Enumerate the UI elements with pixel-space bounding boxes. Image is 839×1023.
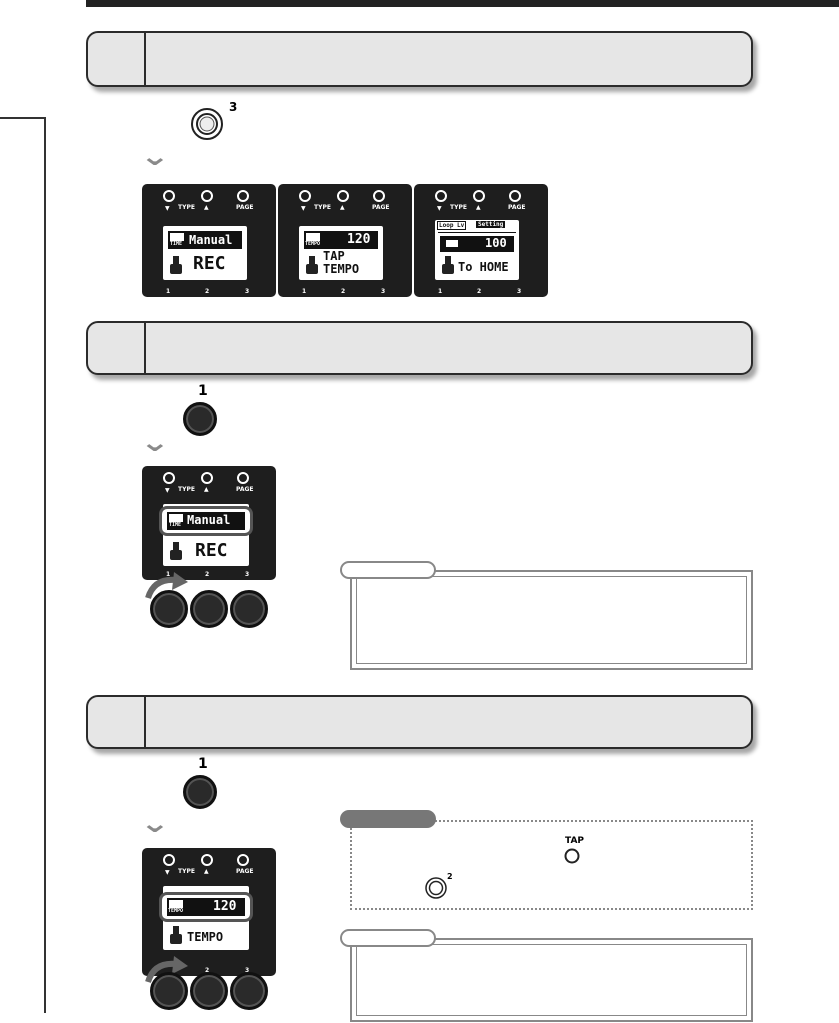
switch-number: 3: [381, 288, 386, 295]
lcd-display-e: ▼ TYPE ▲ PAGE TEMPO 120 TEMPO 2 3: [142, 848, 276, 976]
knob-icon: [191, 108, 223, 140]
footswitch-3-icon: [230, 590, 268, 628]
footswitch-2-icon: [190, 590, 228, 628]
lcd-label: TYPE: [178, 868, 195, 875]
rotate-arrow-icon: [145, 572, 188, 600]
switch-number: 1: [438, 288, 443, 295]
param-label: TAP: [323, 249, 345, 263]
switch-number: 1: [166, 571, 171, 578]
knob-icon: [425, 877, 447, 899]
lcd-label: PAGE: [236, 868, 254, 875]
switch-number: 3: [245, 288, 250, 295]
step-1-knob: 3: [189, 100, 237, 144]
switch-number: 1: [198, 756, 208, 772]
lcd-display-d: ▼ TYPE ▲ PAGE TIME Manual REC 1 2 3: [142, 466, 276, 580]
switch-number: 1: [166, 288, 171, 295]
lcd-label: PAGE: [236, 204, 254, 211]
chevron-down-icon: ⌄: [139, 809, 171, 839]
footswitch-icon: [442, 256, 454, 274]
switch-number: 3: [245, 571, 250, 578]
lcd-label: ▲: [204, 486, 209, 493]
switch-number: 2: [205, 967, 210, 974]
rotate-arrow-icon: [145, 956, 188, 984]
tab-loop-lv: Loop Lv: [437, 221, 467, 230]
lcd-display-b: ▼ TYPE ▲ PAGE TEMPO 120 TAP TEMPO 1 2 3: [278, 184, 412, 297]
chevron-down-icon: ⌄: [139, 428, 171, 458]
param-badge: TEMPO: [168, 908, 184, 914]
note-tab: [340, 929, 436, 947]
lcd-label: ▲: [476, 204, 481, 211]
param-badge: TEMPO: [305, 241, 321, 247]
knob-number: 2: [447, 872, 453, 881]
param-label: TEMPO: [187, 930, 224, 944]
param-value: 120: [347, 232, 371, 247]
lcd-label: ▼: [301, 205, 306, 212]
lcd-label: ▼: [165, 487, 170, 494]
lcd-label: PAGE: [372, 204, 390, 211]
footswitch-icon: [170, 542, 182, 560]
lcd-label: TYPE: [178, 486, 195, 493]
side-rule: [44, 117, 46, 1013]
footswitch-1-icon: [150, 972, 188, 1010]
tap-led-icon: [564, 848, 580, 864]
lcd-label: ▲: [204, 868, 209, 875]
param-label: REC: [195, 540, 228, 561]
footswitch-1-icon: [183, 402, 217, 436]
switch-number: 2: [477, 288, 482, 295]
param-value: 120: [213, 899, 237, 914]
hint-box: [350, 820, 753, 910]
footswitch-1-icon: [150, 590, 188, 628]
step-2-header: [86, 321, 753, 375]
switch-number: 1: [302, 288, 307, 295]
param-label: REC: [193, 253, 226, 274]
lcd-label: PAGE: [508, 204, 526, 211]
note-tab: [340, 561, 436, 579]
footswitch-2-icon: [190, 972, 228, 1010]
param-value: Manual: [187, 513, 231, 527]
lcd-label: PAGE: [236, 486, 254, 493]
tap-label: TAP: [565, 836, 585, 846]
note-box: [350, 938, 753, 1022]
param-badge: TIME: [169, 522, 182, 528]
tab-setting: Setting: [476, 221, 506, 228]
switch-number: 2: [341, 288, 346, 295]
switch-number: 1: [198, 383, 208, 399]
switch-number: 3: [517, 288, 522, 295]
chevron-down-icon: ⌄: [139, 142, 171, 172]
switch-number: 2: [205, 571, 210, 578]
lcd-label: TYPE: [178, 204, 195, 211]
lcd-label: ▲: [340, 204, 345, 211]
footswitch-1-icon: [183, 775, 217, 809]
footswitch-3-icon: [230, 972, 268, 1010]
lcd-display-c: ▼ TYPE ▲ PAGE Loop Lv Setting 100 To HOM…: [414, 184, 548, 297]
param-badge: TIME: [170, 241, 183, 247]
switch-number: 2: [205, 288, 210, 295]
footswitch-icon: [170, 926, 182, 944]
param-value: Manual: [189, 233, 233, 247]
step-3-header: [86, 695, 753, 749]
param-label: TEMPO: [323, 262, 360, 276]
lcd-display-a: ▼ TYPE ▲ PAGE TIME Manual REC 1 2 3: [142, 184, 276, 297]
lcd-label: TYPE: [314, 204, 331, 211]
top-rule: [86, 0, 839, 7]
lcd-label: ▼: [437, 205, 442, 212]
footswitch-icon: [170, 256, 182, 274]
lcd-label: ▼: [165, 205, 170, 212]
note-box: [350, 570, 753, 670]
param-label: To HOME: [458, 260, 509, 274]
knob-number: 3: [229, 100, 238, 114]
switch-number: 3: [245, 967, 250, 974]
lcd-label: ▼: [165, 869, 170, 876]
step-1-header: [86, 31, 753, 87]
hint-tab: [340, 810, 436, 828]
side-rule-tick: [0, 117, 46, 119]
lcd-label: ▲: [204, 204, 209, 211]
footswitch-icon: [306, 256, 318, 274]
lcd-label: TYPE: [450, 204, 467, 211]
param-value: 100: [485, 236, 507, 250]
